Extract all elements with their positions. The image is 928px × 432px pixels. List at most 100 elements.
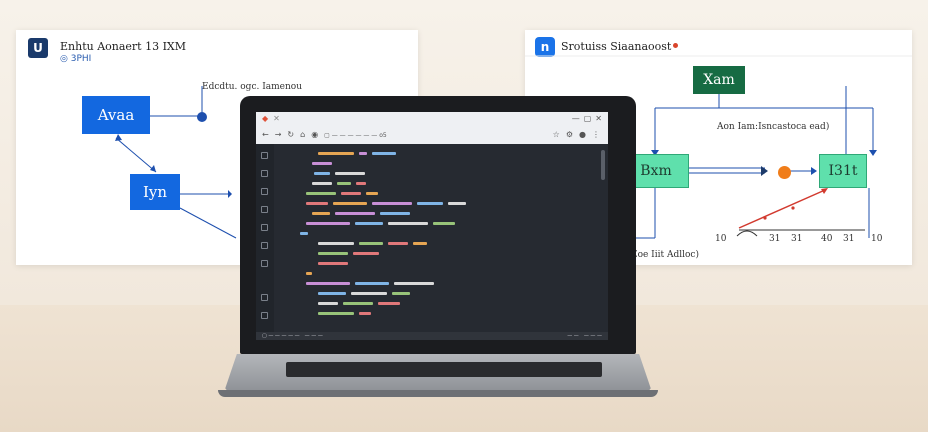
code-token	[378, 302, 400, 305]
accounts-icon[interactable]	[261, 294, 268, 301]
minimize-icon[interactable]: —	[571, 114, 580, 123]
bookmark-icon[interactable]: ☆	[552, 130, 560, 139]
code-token	[392, 292, 410, 295]
axis-tick-2: 31	[769, 234, 781, 244]
code-token	[306, 202, 328, 205]
status-dot	[673, 43, 678, 48]
app-logo: U	[28, 38, 48, 58]
code-token	[306, 282, 350, 285]
code-token	[351, 292, 387, 295]
code-token	[359, 312, 371, 315]
panel-title: Srotuiss Siaanaoost	[561, 40, 672, 53]
shield-icon: ◉	[311, 130, 319, 139]
panel-title: Enhtu Aonaert 13 IXM	[60, 40, 187, 53]
reload-icon[interactable]: ↻	[287, 130, 295, 139]
code-token	[388, 242, 408, 245]
axis-tick-6: 10	[871, 234, 883, 244]
menu-icon[interactable]: ⋮	[592, 130, 600, 139]
diagram-node-top[interactable]: Xam	[693, 66, 745, 94]
close-window-icon[interactable]: ✕	[595, 114, 602, 123]
code-token	[355, 222, 383, 225]
terminal-icon[interactable]	[261, 260, 268, 267]
code-token	[353, 252, 379, 255]
explorer-icon[interactable]	[261, 152, 268, 159]
axis-tick-3: 31	[791, 234, 803, 244]
home-icon[interactable]: ⌂	[300, 130, 306, 139]
connector-node-dot	[197, 112, 207, 122]
code-token	[318, 262, 348, 265]
tab-close-icon[interactable]: ✕	[273, 114, 280, 123]
code-token	[417, 202, 443, 205]
code-token	[356, 182, 366, 185]
code-token	[413, 242, 427, 245]
search-icon[interactable]	[261, 170, 268, 177]
status-item-3[interactable]: — —	[567, 333, 579, 339]
laptop-screen: ◆ ✕ — ▢ ✕ ← → ↻ ⌂ ◉ ▢ — — — — — — o5 ☆ ⚙…	[256, 112, 608, 340]
code-token	[337, 182, 351, 185]
editor-status-bar: ▢ — — — — — — — — — — — — —	[256, 332, 608, 340]
code-token	[318, 252, 348, 255]
settings-gear-icon[interactable]	[261, 312, 268, 319]
code-token	[388, 222, 428, 225]
code-token	[318, 242, 354, 245]
code-token	[448, 202, 466, 205]
diagram-annotation: Aon Iam:Isncastoca ead)	[717, 122, 830, 132]
code-token	[366, 192, 378, 195]
laptop-deck	[224, 354, 652, 392]
code-token	[306, 272, 312, 275]
axis-tick-1: 10	[715, 234, 727, 244]
code-token	[394, 282, 434, 285]
back-arrow-icon[interactable]: ←	[262, 130, 269, 139]
code-token	[372, 152, 396, 155]
code-token	[300, 232, 308, 235]
code-token	[335, 172, 365, 175]
laptop-front-edge	[218, 390, 658, 397]
editor-scrollbar[interactable]	[601, 150, 605, 180]
laptop-keyboard	[286, 362, 602, 377]
panel-subtitle: ◎ 3PHI	[60, 54, 92, 64]
browser-favicon: ◆	[262, 114, 269, 123]
code-token	[380, 212, 410, 215]
laptop-base	[218, 354, 658, 398]
status-item-2[interactable]: — — —	[304, 333, 323, 339]
code-token	[314, 172, 330, 175]
laptop: ◆ ✕ — ▢ ✕ ← → ↻ ⌂ ◉ ▢ — — — — — — o5 ☆ ⚙…	[218, 96, 658, 398]
editor-activity-bar	[256, 144, 274, 332]
source-control-icon[interactable]	[261, 188, 268, 195]
diagram-annotation: Edcdtu. ogc. Iamenou	[202, 82, 303, 92]
code-token	[306, 222, 350, 225]
diagram-node-bottom[interactable]: Iyn	[130, 174, 180, 210]
extensions-panel-icon[interactable]	[261, 224, 268, 231]
code-token	[372, 202, 412, 205]
app-logo: n	[535, 37, 555, 57]
browser-chrome: ◆ ✕ — ▢ ✕ ← → ↻ ⌂ ◉ ▢ — — — — — — o5 ☆ ⚙…	[256, 112, 608, 144]
status-item-4[interactable]: — — —	[583, 333, 602, 339]
extensions-icon[interactable]: ⚙	[565, 130, 574, 139]
axis-tick-5: 31	[843, 234, 855, 244]
code-token	[318, 292, 346, 295]
outline-icon[interactable]	[261, 242, 268, 249]
code-token	[318, 302, 338, 305]
code-token	[312, 182, 332, 185]
code-token	[333, 202, 367, 205]
forward-arrow-icon[interactable]: →	[274, 130, 282, 139]
code-token	[318, 152, 354, 155]
browser-address-row: ← → ↻ ⌂ ◉ ▢ — — — — — — o5 ☆ ⚙ ● ⋮	[256, 126, 608, 144]
diagram-node-right[interactable]: I31t	[819, 154, 867, 188]
code-token	[318, 312, 354, 315]
code-editor[interactable]	[256, 144, 608, 332]
axis-tick-4: 40	[821, 234, 833, 244]
diagram-node-top[interactable]: Avaa	[82, 96, 150, 134]
browser-tab-strip: ◆ ✕ — ▢ ✕	[256, 112, 608, 126]
status-item-1[interactable]: ▢ — — — — —	[262, 333, 300, 339]
maximize-icon[interactable]: ▢	[583, 114, 592, 123]
code-token	[335, 212, 375, 215]
right-diagram-connectors	[525, 55, 912, 239]
code-token	[355, 282, 389, 285]
address-bar-text[interactable]: ▢ — — — — — — o5	[324, 131, 387, 139]
profile-icon[interactable]: ●	[579, 130, 586, 139]
code-token	[433, 222, 455, 225]
debug-icon[interactable]	[261, 206, 268, 213]
code-token	[341, 192, 361, 195]
code-token	[359, 152, 367, 155]
